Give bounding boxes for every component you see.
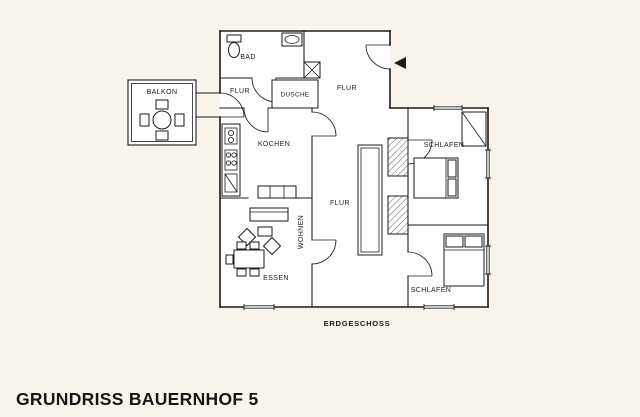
bed-icon-lower — [443, 233, 485, 287]
door-balcony — [219, 92, 245, 118]
chimney-icon — [303, 61, 321, 79]
dining-table-icon — [225, 241, 265, 277]
doors — [219, 44, 433, 277]
room-label-essen: ESSEN — [263, 275, 289, 282]
window-marker — [485, 245, 491, 275]
sink-icon — [224, 127, 238, 145]
room-label-kochen: KOCHEN — [258, 141, 290, 148]
toilet-icon — [226, 34, 242, 58]
exterior-walls — [219, 30, 489, 308]
balcony — [127, 79, 221, 146]
door-schlafen-lower — [407, 251, 433, 277]
page-title: GRUNDRISS BAUERNHOF 5 — [16, 389, 259, 409]
room-label-schlafen-lower: SCHLAFEN — [411, 287, 452, 294]
room-label-schlafen-upper: SCHLAFEN — [424, 142, 465, 149]
washbasin-icon — [281, 32, 303, 47]
room-label-bad: BAD — [240, 54, 256, 61]
door-schlafen-upper — [407, 139, 433, 165]
room-label-flur-main: FLUR — [330, 200, 350, 207]
door-entrance — [365, 44, 391, 70]
kitchen-counter — [221, 123, 241, 197]
door-wohnen — [311, 239, 337, 265]
coffee-table-icon — [257, 226, 273, 237]
shower-cabin — [271, 79, 319, 109]
entrance-arrow-icon — [394, 57, 406, 69]
armchair-icon — [262, 236, 282, 256]
door-kitchen — [243, 107, 269, 133]
balcony-table-icon — [139, 99, 185, 141]
door-hall-upper — [311, 111, 337, 137]
room-label-wohnen: WOHNEN — [298, 215, 305, 249]
bed-icon-upper — [413, 157, 459, 199]
masonry-column — [387, 195, 409, 235]
window-marker — [243, 304, 275, 310]
room-label-flur-upper-right: FLUR — [337, 85, 357, 92]
floor-label: ERDGESCHOSS — [324, 319, 391, 328]
window-marker — [485, 149, 491, 179]
room-label-balkon: BALKON — [147, 89, 178, 96]
wardrobe-icon — [461, 111, 487, 147]
stair-shaft — [357, 144, 383, 256]
windows — [243, 105, 491, 310]
appliance-icon — [224, 173, 238, 193]
masonry-column — [387, 137, 409, 177]
room-label-flur-upper-left: FLUR — [230, 88, 250, 95]
room-label-dusche: DUSCHE — [281, 92, 310, 99]
sideboard-icon — [257, 185, 297, 199]
window-marker — [423, 304, 455, 310]
stove-icon — [224, 149, 238, 171]
sofa-icon — [249, 207, 289, 222]
armchair-icon — [237, 227, 257, 247]
window-marker — [433, 105, 463, 111]
